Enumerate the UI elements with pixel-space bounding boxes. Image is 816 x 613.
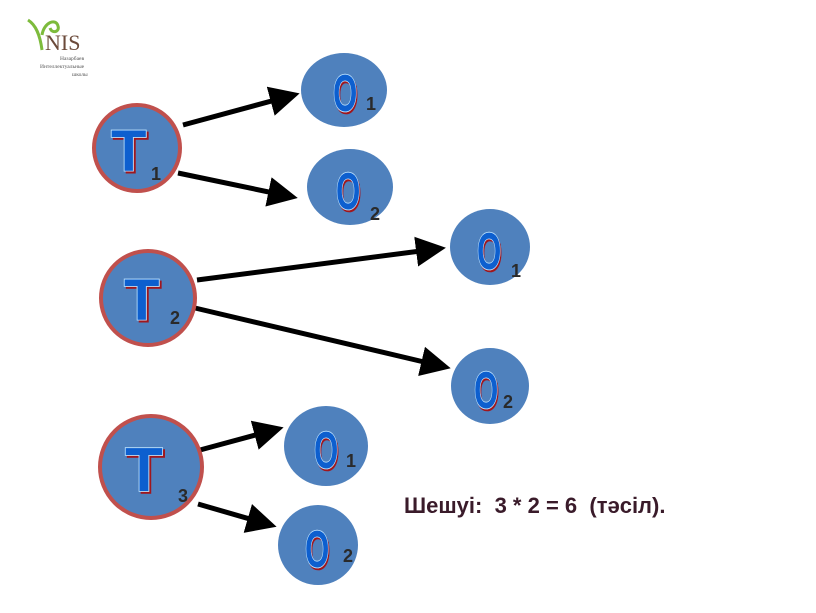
arrow-t3-o2	[197, 501, 277, 533]
nis-logo: NIS Назарбаев Интеллектуальные школы	[27, 18, 88, 78]
teacher-letter: T	[125, 436, 163, 505]
option-letter: O	[305, 521, 329, 579]
option-index: 1	[366, 94, 376, 114]
logo-line3: школы	[72, 72, 88, 78]
logo-text: NIS	[45, 30, 80, 55]
option-node-1-1: O 1	[301, 53, 387, 127]
logo-line2: Интеллектуальные	[40, 64, 85, 70]
option-node-3-1: O 1	[284, 406, 368, 486]
option-letter: O	[333, 65, 357, 123]
teacher-node-3: T 3	[98, 414, 204, 520]
option-letter: O	[474, 362, 498, 420]
teacher-node-2: T 2	[99, 249, 197, 347]
arrow-t1-o1	[182, 86, 300, 128]
option-index: 1	[511, 261, 521, 281]
teacher-index: 2	[170, 308, 180, 328]
option-letter: O	[477, 223, 501, 281]
option-letter: O	[336, 163, 360, 221]
teacher-index: 1	[151, 164, 161, 184]
option-node-1-2: O 2	[307, 149, 393, 225]
option-node-2-1: O 1	[450, 209, 530, 285]
option-index: 2	[343, 546, 353, 566]
option-node-2-2: O 2	[451, 348, 529, 424]
option-index: 1	[346, 451, 356, 471]
arrow-t2-o2	[194, 305, 451, 377]
logo-line1: Назарбаев	[60, 55, 84, 62]
arrow-t1-o2	[177, 170, 298, 207]
option-index: 2	[370, 204, 380, 224]
teacher-letter: T	[111, 119, 146, 184]
arrow-t2-o1	[196, 236, 446, 283]
option-letter: O	[314, 422, 338, 480]
solution-text: Шешуі: 3 * 2 = 6 (тәсіл).	[404, 493, 666, 518]
teacher-index: 3	[178, 486, 188, 506]
teacher-node-1: T 1	[92, 103, 182, 193]
sprout-icon	[27, 18, 60, 51]
option-node-3-2: O 2	[278, 505, 358, 585]
teacher-letter: T	[124, 268, 159, 333]
arrow-t3-o1	[199, 420, 284, 453]
option-index: 2	[503, 392, 513, 412]
